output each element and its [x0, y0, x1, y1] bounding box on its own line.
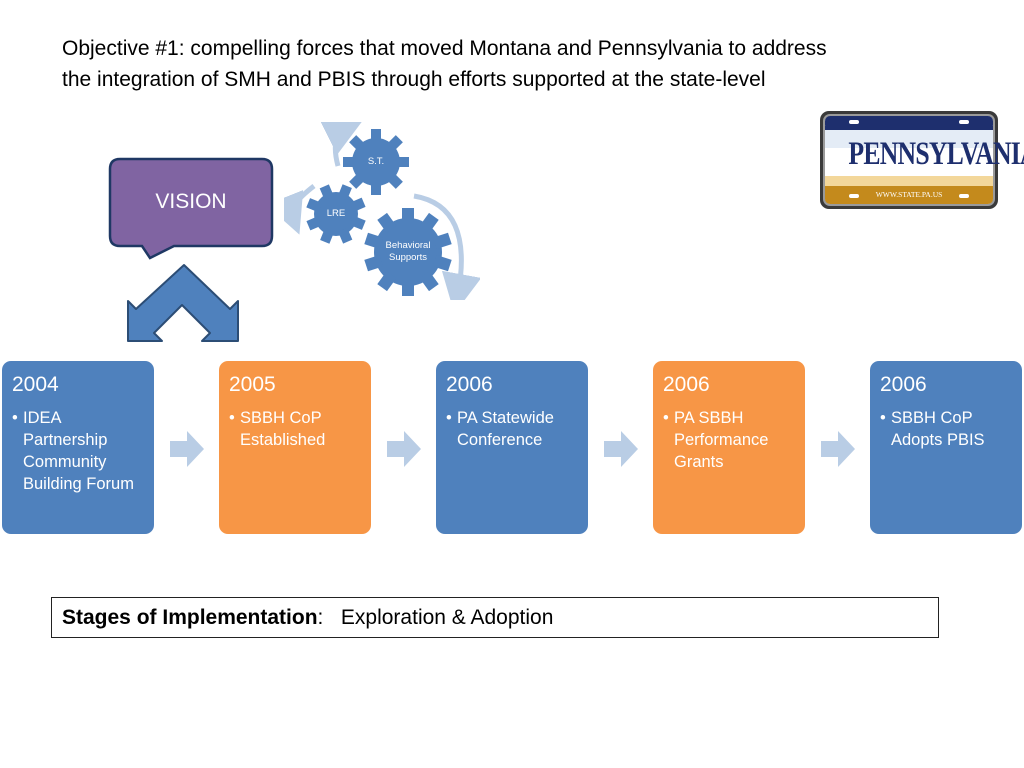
bullet: • [880, 409, 886, 427]
timeline-box-2006-grants: 2006 • PA SBBH Performance Grants [653, 361, 805, 534]
gear-lre [306, 184, 366, 244]
timeline-text: SBBH CoP Adopts PBIS [891, 409, 985, 449]
gear-behavioral-supports [364, 208, 452, 296]
stages-of-implementation-box: Stages of Implementation: Exploration & … [51, 597, 939, 638]
bullet: • [663, 409, 669, 427]
timeline-box-2005: 2005 • SBBH CoP Established [219, 361, 371, 534]
slide-title-line-2: the integration of SMH and PBIS through … [62, 68, 766, 91]
stages-label: Stages of Implementation [62, 606, 318, 629]
stages-value: Exploration & Adoption [340, 606, 554, 629]
gears-graphic [266, 119, 482, 314]
slide-title-line-1: Objective #1: compelling forces that mov… [62, 37, 827, 60]
bullet: • [12, 409, 18, 427]
timeline-arrow-2 [387, 431, 421, 467]
timeline-text: SBBH CoP Established [240, 409, 326, 449]
gear-behavioral-supports-label: Behavioral Supports [385, 240, 431, 263]
pennsylvania-license-plate: PENNSYLVANIA WWW.STATE.PA.US [819, 110, 1024, 210]
timeline-arrow-4 [821, 431, 855, 467]
plate-website: WWW.STATE.PA.US [875, 190, 943, 199]
timeline-box-2006-conference: 2006 • PA Statewide Conference [436, 361, 588, 534]
vision-label: VISION [155, 190, 227, 213]
gear-st [343, 129, 409, 195]
timeline-year: 2005 [229, 373, 276, 396]
double-headed-arrow [127, 264, 239, 342]
slide-title: Objective #1: compelling forces that mov… [62, 33, 942, 95]
timeline-box-2004: 2004 • IDEA Partnership Community Buildi… [2, 361, 154, 534]
timeline-item: • PA Statewide Conference [446, 407, 578, 451]
timeline-text: PA Statewide Conference [457, 409, 554, 449]
gears-diagram: S.T. LRE Behavioral Supports [266, 119, 482, 314]
plate-state-name: PENNSYLVANIA [848, 136, 1024, 172]
vision-callout: VISION [108, 157, 276, 262]
stages-separator: : [317, 606, 324, 629]
bullet: • [229, 409, 235, 427]
timeline-year: 2006 [663, 373, 710, 396]
timeline-text: IDEA Partnership Community Building Foru… [23, 409, 134, 493]
callout-shape [108, 157, 274, 260]
timeline-box-2006-pbis: 2006 • SBBH CoP Adopts PBIS [870, 361, 1022, 534]
cycle-arrow-top [319, 119, 364, 167]
timeline-item: • PA SBBH Performance Grants [663, 407, 795, 473]
cycle-arrow-left [266, 184, 316, 235]
gear-st-label: S.T. [367, 156, 385, 167]
timeline-item: • SBBH CoP Adopts PBIS [880, 407, 1012, 451]
timeline-arrow-3 [604, 431, 638, 467]
timeline-text: PA SBBH Performance Grants [674, 409, 769, 471]
timeline-year: 2006 [880, 373, 927, 396]
timeline-year: 2006 [446, 373, 493, 396]
timeline-year: 2004 [12, 373, 59, 396]
bullet: • [446, 409, 452, 427]
cycle-arrow-right [413, 193, 482, 314]
timeline-arrow-1 [170, 431, 204, 467]
license-plate-graphic [820, 111, 998, 209]
timeline-item: • IDEA Partnership Community Building Fo… [12, 407, 144, 495]
timeline-item: • SBBH CoP Established [229, 407, 361, 451]
gear-lre-label: LRE [326, 208, 346, 219]
